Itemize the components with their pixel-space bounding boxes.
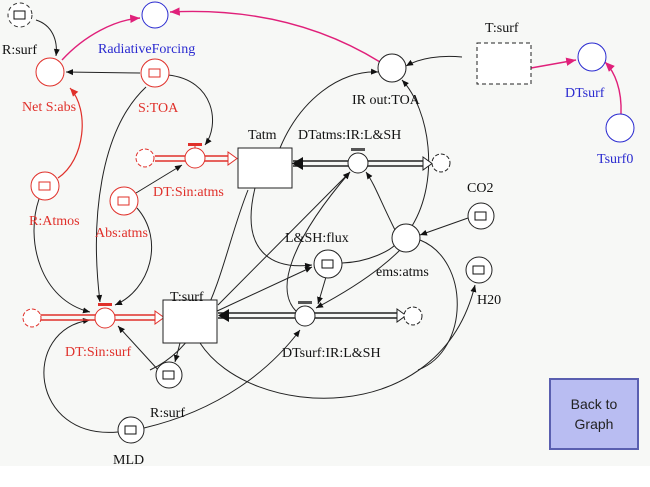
converter-s-toa[interactable] (140, 58, 170, 88)
label-tsurf0: Tsurf0 (597, 152, 633, 167)
graph-icon (124, 425, 137, 435)
graph-icon (472, 265, 485, 275)
ghost-r-surf[interactable] (7, 2, 33, 28)
graph-icon (117, 196, 130, 206)
converter-mld[interactable] (117, 416, 145, 444)
label-dt-sin-atms: DT:Sin:atms (153, 185, 224, 200)
valve-icon (184, 147, 206, 169)
converter-abs-atms[interactable] (109, 186, 139, 216)
back-to-graph-button[interactable]: Back to Graph (549, 378, 639, 450)
converter-lsh-flux[interactable] (313, 249, 343, 279)
label-r-atmos: R:Atmos (29, 214, 80, 229)
label-dtsurf-ir-lsh: DTsurf:IR:L&SH (282, 346, 381, 361)
graph-icon (474, 211, 487, 221)
valve-icon (347, 152, 369, 174)
converter-ems-atms[interactable] (391, 223, 421, 253)
stock-tatm[interactable] (237, 147, 293, 189)
valve-icon (94, 307, 116, 329)
label-dtatms-ir-lsh: DTatms:IR:L&SH (298, 128, 401, 143)
converter-net-s-abs[interactable] (35, 57, 65, 87)
converter-r-atmos[interactable] (30, 171, 60, 201)
label-ems-atms: ems:atms (376, 265, 429, 280)
label-t-surf-ghost: T:surf (485, 21, 519, 36)
label-tatm: Tatm (248, 128, 277, 143)
label-h20: H20 (477, 293, 501, 308)
graph-icon (148, 68, 161, 78)
stock-t-surf[interactable] (162, 299, 218, 344)
label-s-toa: S:TOA (138, 101, 179, 116)
cloud-icon (135, 148, 155, 168)
converter-r-surf[interactable] (155, 361, 183, 389)
label-co2: CO2 (467, 181, 493, 196)
label-mld: MLD (113, 453, 144, 468)
label-t-surf: T:surf (170, 290, 204, 305)
graph-icon (13, 10, 26, 20)
connectors (33, 7, 622, 433)
label-ir-out-toa: IR out:TOA (352, 93, 421, 108)
flow-dt-sin-surf[interactable] (22, 303, 165, 329)
label-r-surf-ghost: R:surf (2, 43, 37, 58)
valve-icon (294, 305, 316, 327)
flow-dt-sin-atms[interactable] (135, 143, 238, 169)
flow-dtsurf-ir-lsh[interactable] (218, 301, 423, 327)
graph-icon (38, 181, 51, 191)
cloud-icon (431, 153, 451, 173)
graph-icon (162, 370, 175, 380)
label-dt-sin-surf: DT:Sin:surf (65, 345, 132, 360)
label-radiative-forcing: RadiativeForcing (98, 42, 195, 57)
label-r-surf: R:surf (150, 406, 185, 421)
ghost-t-surf[interactable] (476, 42, 532, 85)
converter-tsurf0[interactable] (605, 113, 635, 143)
label-lsh-flux: L&SH:flux (285, 231, 349, 246)
label-net-s-abs: Net S:abs (22, 100, 76, 115)
label-dtsurf: DTsurf (565, 86, 605, 101)
converter-dtsurf[interactable] (577, 42, 607, 72)
converter-ir-out-toa[interactable] (377, 53, 407, 83)
cloud-icon (22, 308, 42, 328)
converter-h20[interactable] (465, 256, 493, 284)
cloud-icon (403, 306, 423, 326)
flow-dtatms-ir-lsh[interactable] (292, 148, 451, 174)
converter-radiative-forcing[interactable] (141, 1, 169, 29)
converter-co2[interactable] (467, 202, 495, 230)
label-abs-atms: Abs:atms (95, 226, 148, 241)
graph-icon (321, 259, 334, 269)
